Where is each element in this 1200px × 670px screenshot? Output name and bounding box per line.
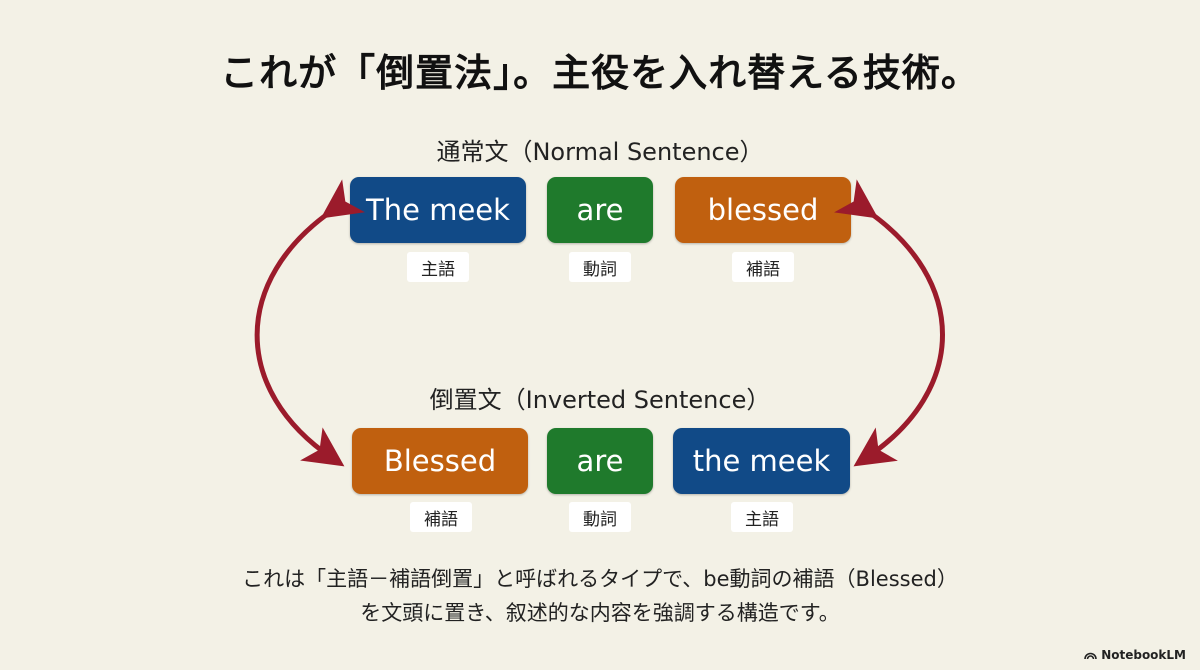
normal-role-complement: 補語	[732, 252, 794, 282]
normal-word-complement: blessed	[675, 177, 851, 243]
normal-role-subject: 主語	[407, 252, 469, 282]
notebooklm-brand: NotebookLM	[1084, 648, 1186, 662]
page-title: これが「倒置法」。主役を入れ替える技術。	[220, 50, 980, 95]
notebooklm-logo-icon	[1084, 652, 1097, 660]
inverted-role-subject: 主語	[731, 502, 793, 532]
inverted-word-verb: are	[547, 428, 653, 494]
left-swap-arrow	[254, 179, 365, 467]
inverted-role-complement: 補語	[410, 502, 472, 532]
normal-word-verb: are	[547, 177, 653, 243]
brand-label: NotebookLM	[1101, 648, 1186, 662]
inverted-word-subject: the meek	[673, 428, 850, 494]
description-line-2: を文頭に置き、叙述的な内容を強調する構造です。	[360, 601, 840, 625]
inverted-sentence-label: 倒置文（Inverted Sentence）	[429, 386, 771, 414]
description-line-1: これは「主語－補語倒置」と呼ばれるタイプで、be動詞の補語（Blessed）	[242, 567, 958, 591]
normal-sentence-label: 通常文（Normal Sentence）	[436, 138, 764, 166]
normal-word-subject: The meek	[350, 177, 526, 243]
right-swap-arrow	[834, 179, 945, 467]
inverted-role-verb: 動詞	[569, 502, 631, 532]
inverted-word-complement: Blessed	[352, 428, 528, 494]
normal-role-verb: 動詞	[569, 252, 631, 282]
